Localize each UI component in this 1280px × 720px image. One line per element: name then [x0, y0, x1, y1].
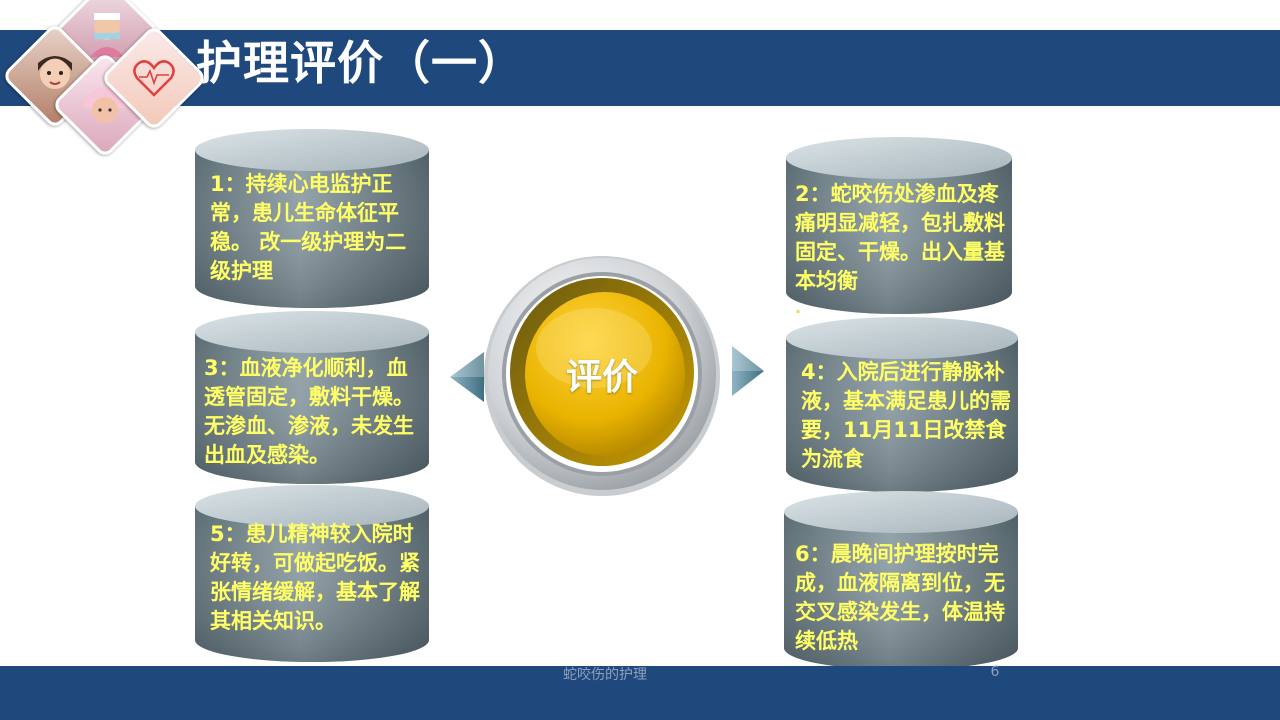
page-number: 6 [990, 664, 1000, 680]
photo-woman-icon [1, 22, 109, 130]
eval-text-2: 2：蛇咬伤处渗血及疼痛明显减轻，包扎敷料固定、干燥。出入量基本均衡 [795, 182, 1005, 293]
eval-card-5: 5：患儿精神较入院时好转，可做起吃饭。紧张情绪缓解，基本了解其相关知识。 [194, 484, 430, 664]
right-arrow-icon [732, 346, 764, 396]
eval-text-4: 4：入院后进行静脉补液，基本满足患儿的需要，11月11日改禁食为流食 [801, 360, 1011, 471]
eval-card-6: 6：晨晚间护理按时完成，血液隔离到位，无交叉感染发生，体温持续低热 [783, 490, 1019, 672]
eval-card-1: 1：持续心电监护正常，患儿生命体征平稳。 改一级护理为二级护理 [194, 128, 430, 310]
eval-text-5: 5：患儿精神较入院时好转，可做起吃饭。紧张情绪缓解，基本了解其相关知识。 [210, 522, 420, 633]
footer-title: 蛇咬伤的护理 [563, 667, 647, 683]
eval-card-2: 2：蛇咬伤处渗血及疼痛明显减轻，包扎敷料固定、干燥。出入量基本均衡 [785, 136, 1013, 316]
left-arrow-icon [450, 352, 484, 402]
photo-nurse-icon [53, 0, 161, 86]
title-bar [0, 30, 1280, 106]
center-label: 评价 [565, 357, 638, 398]
stray-dot: . [795, 298, 802, 317]
heart-icon [100, 24, 208, 132]
center-badge: 评价 [482, 250, 722, 496]
eval-text-6: 6：晨晚间护理按时完成，血液隔离到位，无交叉感染发生，体温持续低热 [795, 542, 1005, 653]
eval-card-3: 3：血液净化顺利，血透管固定，敷料干燥。无渗血、渗液，未发生出血及感染。 [194, 310, 430, 486]
eval-card-4: 4：入院后进行静脉补液，基本满足患儿的需要，11月11日改禁食为流食 [785, 316, 1019, 494]
eval-text-3: 3：血液净化顺利，血透管固定，敷料干燥。无渗血、渗液，未发生出血及感染。 [204, 356, 414, 467]
footer-bar [0, 666, 1280, 720]
eval-text-1: 1：持续心电监护正常，患儿生命体征平稳。 改一级护理为二级护理 [210, 172, 407, 283]
page-title: 护理评价（一） [196, 36, 525, 90]
